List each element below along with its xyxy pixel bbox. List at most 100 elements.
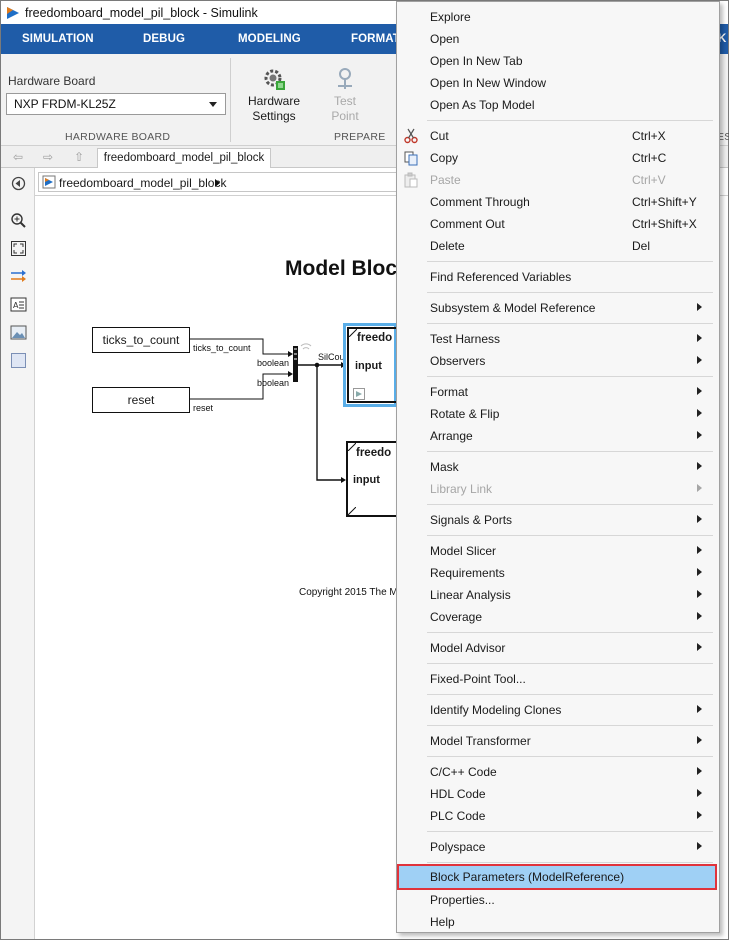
menu-label: Rotate & Flip xyxy=(430,407,500,421)
menu-item-format[interactable]: Format xyxy=(397,381,719,403)
submenu-arrow-icon xyxy=(697,842,702,850)
menu-item-model-transformer[interactable]: Model Transformer xyxy=(397,730,719,752)
breadcrumb-model[interactable]: freedomboard_model_pil_block xyxy=(59,176,227,190)
context-menu: Explore Open Open In New Tab Open In New… xyxy=(396,1,720,933)
menu-separator xyxy=(427,535,713,536)
submenu-arrow-icon xyxy=(697,612,702,620)
submenu-arrow-icon xyxy=(697,334,702,342)
menu-item-delete[interactable]: Delete Del xyxy=(397,235,719,257)
hardware-settings-label-2: Settings xyxy=(252,109,296,123)
menu-separator xyxy=(427,504,713,505)
menu-item-c-cpp-code[interactable]: C/C++ Code xyxy=(397,761,719,783)
menu-separator xyxy=(427,376,713,377)
menu-item-rotate-flip[interactable]: Rotate & Flip xyxy=(397,403,719,425)
tab-partial[interactable]: K xyxy=(718,33,727,45)
menu-separator xyxy=(427,451,713,452)
signal-label-reset[interactable]: reset xyxy=(193,403,214,413)
signal-routing-icon[interactable] xyxy=(10,268,27,285)
model-reference-block-selected[interactable]: freedo input xyxy=(343,323,397,407)
menu-item-subsystem-model-reference[interactable]: Subsystem & Model Reference xyxy=(397,297,719,319)
tab-format[interactable]: FORMAT xyxy=(351,33,400,45)
menu-separator xyxy=(427,663,713,664)
breadcrumb-arrow-icon[interactable] xyxy=(215,179,220,187)
tab-debug[interactable]: DEBUG xyxy=(143,33,186,45)
menu-item-paste[interactable]: Paste Ctrl+V xyxy=(397,169,719,191)
hardware-settings-button[interactable]: Hardware Settings xyxy=(243,66,305,124)
menu-item-mask[interactable]: Mask xyxy=(397,456,719,478)
signal-label-boolean-1[interactable]: boolean xyxy=(257,358,290,368)
annotation-icon[interactable]: A xyxy=(10,296,27,313)
menu-separator xyxy=(427,632,713,633)
tab-simulation[interactable]: SIMULATION xyxy=(22,33,94,45)
back-arrow-icon[interactable]: ⇦ xyxy=(13,150,24,164)
menu-item-plc-code[interactable]: PLC Code xyxy=(397,805,719,827)
menu-label: C/C++ Code xyxy=(430,765,497,779)
menu-item-open-in-new-tab[interactable]: Open In New Tab xyxy=(397,50,719,72)
submenu-arrow-icon xyxy=(697,409,702,417)
menu-item-copy[interactable]: Copy Ctrl+C xyxy=(397,147,719,169)
menu-label: Comment Out xyxy=(430,217,505,231)
signal-label-ticks[interactable]: ticks_to_count xyxy=(193,343,251,353)
menu-label: Comment Through xyxy=(430,195,530,209)
inport-ticks-to-count[interactable]: ticks_to_count xyxy=(92,327,190,353)
menu-item-properties[interactable]: Properties... xyxy=(397,889,719,911)
submenu-arrow-icon xyxy=(697,705,702,713)
test-point-button[interactable]: Test Point xyxy=(321,66,369,124)
image-icon[interactable] xyxy=(10,324,27,341)
menu-item-hdl-code[interactable]: HDL Code xyxy=(397,783,719,805)
model-icon xyxy=(42,175,56,189)
tab-model[interactable]: freedomboard_model_pil_block xyxy=(97,148,271,168)
menu-item-comment-through[interactable]: Comment Through Ctrl+Shift+Y xyxy=(397,191,719,213)
inport-reset[interactable]: reset xyxy=(92,387,190,413)
area-icon[interactable] xyxy=(10,352,27,369)
svg-text:A: A xyxy=(13,301,19,310)
test-point-label-2: Point xyxy=(331,109,359,123)
model-reference-block[interactable]: freedo input xyxy=(346,441,397,517)
simulink-logo-icon xyxy=(7,6,19,19)
menu-item-open-as-top-model[interactable]: Open As Top Model xyxy=(397,94,719,116)
menu-item-identify-modeling-clones[interactable]: Identify Modeling Clones xyxy=(397,699,719,721)
fit-to-view-icon[interactable] xyxy=(10,240,27,257)
menu-item-library-link[interactable]: Library Link xyxy=(397,478,719,500)
menu-item-linear-analysis[interactable]: Linear Analysis xyxy=(397,584,719,606)
submenu-arrow-icon xyxy=(697,590,702,598)
menu-item-open[interactable]: Open xyxy=(397,28,719,50)
menu-item-explore[interactable]: Explore xyxy=(397,6,719,28)
model-ref-icon xyxy=(353,388,365,400)
menu-item-signals-ports[interactable]: Signals & Ports xyxy=(397,509,719,531)
breadcrumb-bar[interactable]: freedomboard_model_pil_block xyxy=(38,172,398,192)
menu-item-open-in-new-window[interactable]: Open In New Window xyxy=(397,72,719,94)
menu-label: Model Slicer xyxy=(430,544,497,558)
menu-item-help[interactable]: Help xyxy=(397,911,719,933)
menu-item-model-slicer[interactable]: Model Slicer xyxy=(397,540,719,562)
menu-item-fixed-point-tool[interactable]: Fixed-Point Tool... xyxy=(397,668,719,690)
menu-item-find-referenced-variables[interactable]: Find Referenced Variables xyxy=(397,266,719,288)
menu-item-block-parameters[interactable]: Block Parameters (ModelReference) xyxy=(397,864,717,890)
menu-separator xyxy=(427,694,713,695)
zoom-icon[interactable] xyxy=(10,212,27,229)
forward-arrow-icon[interactable]: ⇨ xyxy=(43,150,54,164)
section-hardware-board: HARDWARE BOARD xyxy=(65,131,171,143)
up-arrow-icon[interactable]: ⇧ xyxy=(74,150,85,164)
menu-item-arrange[interactable]: Arrange xyxy=(397,425,719,447)
menu-separator xyxy=(427,831,713,832)
menu-item-coverage[interactable]: Coverage xyxy=(397,606,719,628)
menu-item-polyspace[interactable]: Polyspace xyxy=(397,836,719,858)
menu-item-observers[interactable]: Observers xyxy=(397,350,719,372)
menu-item-comment-out[interactable]: Comment Out Ctrl+Shift+X xyxy=(397,213,719,235)
menu-item-test-harness[interactable]: Test Harness xyxy=(397,328,719,350)
menu-item-model-advisor[interactable]: Model Advisor xyxy=(397,637,719,659)
menu-item-cut[interactable]: Cut Ctrl+X xyxy=(397,125,719,147)
tab-modeling[interactable]: MODELING xyxy=(238,33,301,45)
menu-item-requirements[interactable]: Requirements xyxy=(397,562,719,584)
hardware-board-select[interactable]: NXP FRDM-KL25Z xyxy=(6,93,226,115)
submenu-arrow-icon xyxy=(697,767,702,775)
menu-separator xyxy=(427,120,713,121)
hide-browser-icon[interactable] xyxy=(10,175,27,192)
test-point-label-1: Test xyxy=(333,94,356,108)
menu-label: PLC Code xyxy=(430,809,486,823)
signal-label-boolean-2[interactable]: boolean xyxy=(257,378,290,388)
menu-label: Cut xyxy=(430,129,449,143)
menu-label: Mask xyxy=(430,460,459,474)
menu-shortcut: Ctrl+Shift+X xyxy=(632,217,697,231)
